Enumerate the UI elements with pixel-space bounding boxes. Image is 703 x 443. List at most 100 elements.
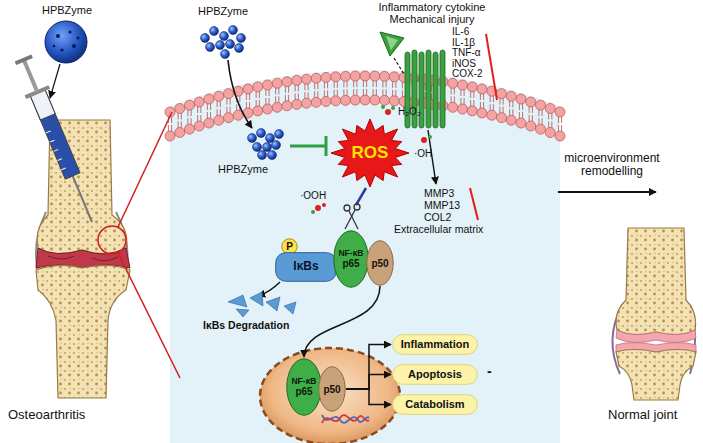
zoom-callout — [118, 112, 172, 227]
osteoarthritic-joint — [48, 256, 118, 261]
nucleus — [260, 348, 400, 443]
nanoparticles — [201, 26, 246, 59]
node-text: Catabolism — [405, 398, 464, 410]
lipid-head — [516, 118, 526, 128]
node-text: IκBs — [293, 260, 318, 273]
node-text: Inflammation — [401, 338, 469, 350]
p65-subunit: NF-κBp65 — [286, 358, 322, 416]
ikb-fragments — [236, 309, 249, 317]
syringe — [30, 90, 80, 179]
p65-subunit-outline — [333, 230, 369, 288]
nanoparticles — [272, 141, 281, 150]
lipid-head — [175, 103, 185, 113]
lipid-head — [302, 74, 312, 84]
lipid-head — [214, 115, 224, 125]
text-label: IL-6 — [452, 26, 469, 37]
node-text: p50 — [323, 384, 340, 395]
nanoparticles — [221, 50, 230, 59]
connector-arrow — [346, 375, 391, 390]
p50-subunit-shape — [367, 241, 393, 285]
phosphate-circle-outline — [281, 238, 298, 255]
syringe — [11, 53, 104, 227]
outcome-box-shape — [393, 365, 478, 385]
normal-joint — [616, 330, 696, 343]
ikb-protein-shape — [276, 253, 337, 282]
lipid-head — [477, 84, 487, 94]
text-label: Normal joint — [608, 408, 677, 422]
lipid-head — [497, 89, 507, 99]
ros-molecule — [322, 203, 326, 207]
lipid-head — [370, 95, 380, 105]
p65-subunit-outline — [286, 358, 322, 416]
lipid-head — [214, 91, 224, 101]
lipid-head — [448, 78, 458, 88]
ikb-protein-outline — [275, 252, 337, 282]
lipid-head — [263, 104, 273, 114]
normal-joint — [616, 228, 696, 335]
nanoparticles — [263, 143, 272, 152]
ros-burst: ROS — [330, 118, 410, 188]
phosphate-circle-shape — [282, 239, 297, 254]
ros-molecule — [428, 135, 432, 139]
lipid-head — [243, 84, 253, 94]
nanoparticles — [210, 27, 219, 36]
text-label: HPBZyme — [36, 4, 98, 16]
lipid-head — [204, 94, 214, 104]
cytokine-symbol — [380, 32, 404, 56]
cytokine-symbol — [386, 36, 398, 50]
hpbzyme-sphere — [56, 34, 60, 38]
dashed-line — [394, 58, 404, 74]
osteoarthritic-joint — [36, 265, 130, 398]
nanoparticles — [229, 26, 238, 35]
text-label: IκBs Degradation — [203, 320, 289, 332]
zoom-callout — [118, 253, 180, 378]
node-text: NF-κB — [291, 377, 316, 386]
lipid-head — [341, 95, 351, 105]
outcome-box-shape — [393, 335, 478, 355]
nanoparticles — [216, 41, 225, 50]
ros-molecule — [391, 106, 395, 110]
lipid-head — [370, 71, 380, 81]
connector-arrow — [346, 345, 391, 390]
ros-molecule — [385, 109, 391, 115]
lipid-head — [545, 127, 555, 137]
inhibition-bar — [290, 145, 326, 148]
receptor — [433, 52, 438, 128]
text-label: TNF-α — [452, 47, 481, 58]
text-label: MMP3 — [424, 188, 454, 200]
ikb-fragments — [284, 302, 296, 314]
lipid-head — [555, 131, 565, 141]
dna-helix — [322, 415, 369, 423]
lipid-head — [185, 124, 195, 134]
ros-molecule — [421, 137, 427, 143]
lipid-head — [292, 75, 302, 85]
outcome-box-shape — [393, 395, 478, 415]
lipid-head — [185, 100, 195, 110]
lipid-head — [282, 77, 292, 87]
receptor — [405, 50, 445, 128]
lipid-head — [341, 71, 351, 81]
lipid-head — [497, 113, 507, 123]
connector-arrow — [346, 389, 391, 405]
lipid-head — [545, 103, 555, 113]
lipid-head — [311, 73, 321, 83]
zoom-callout — [98, 112, 180, 378]
lipid-head — [253, 106, 263, 116]
hpbzyme-sphere — [72, 44, 76, 48]
lipid-head — [360, 71, 370, 81]
text-label: ·OH — [414, 148, 432, 159]
lipid-head — [536, 100, 546, 110]
outcome-box: Catabolism — [392, 394, 478, 415]
text-label: HPBZyme — [212, 163, 274, 175]
scissors — [344, 205, 350, 211]
receptor — [412, 50, 417, 128]
lipid-head — [467, 106, 477, 116]
text-label: - — [487, 364, 492, 379]
lipid-head — [175, 127, 185, 137]
nanoparticles — [206, 43, 215, 52]
ros-molecule — [311, 210, 315, 214]
lipid-head — [487, 110, 497, 120]
ros-burst-shape — [331, 119, 409, 187]
lipid-head — [477, 108, 487, 118]
